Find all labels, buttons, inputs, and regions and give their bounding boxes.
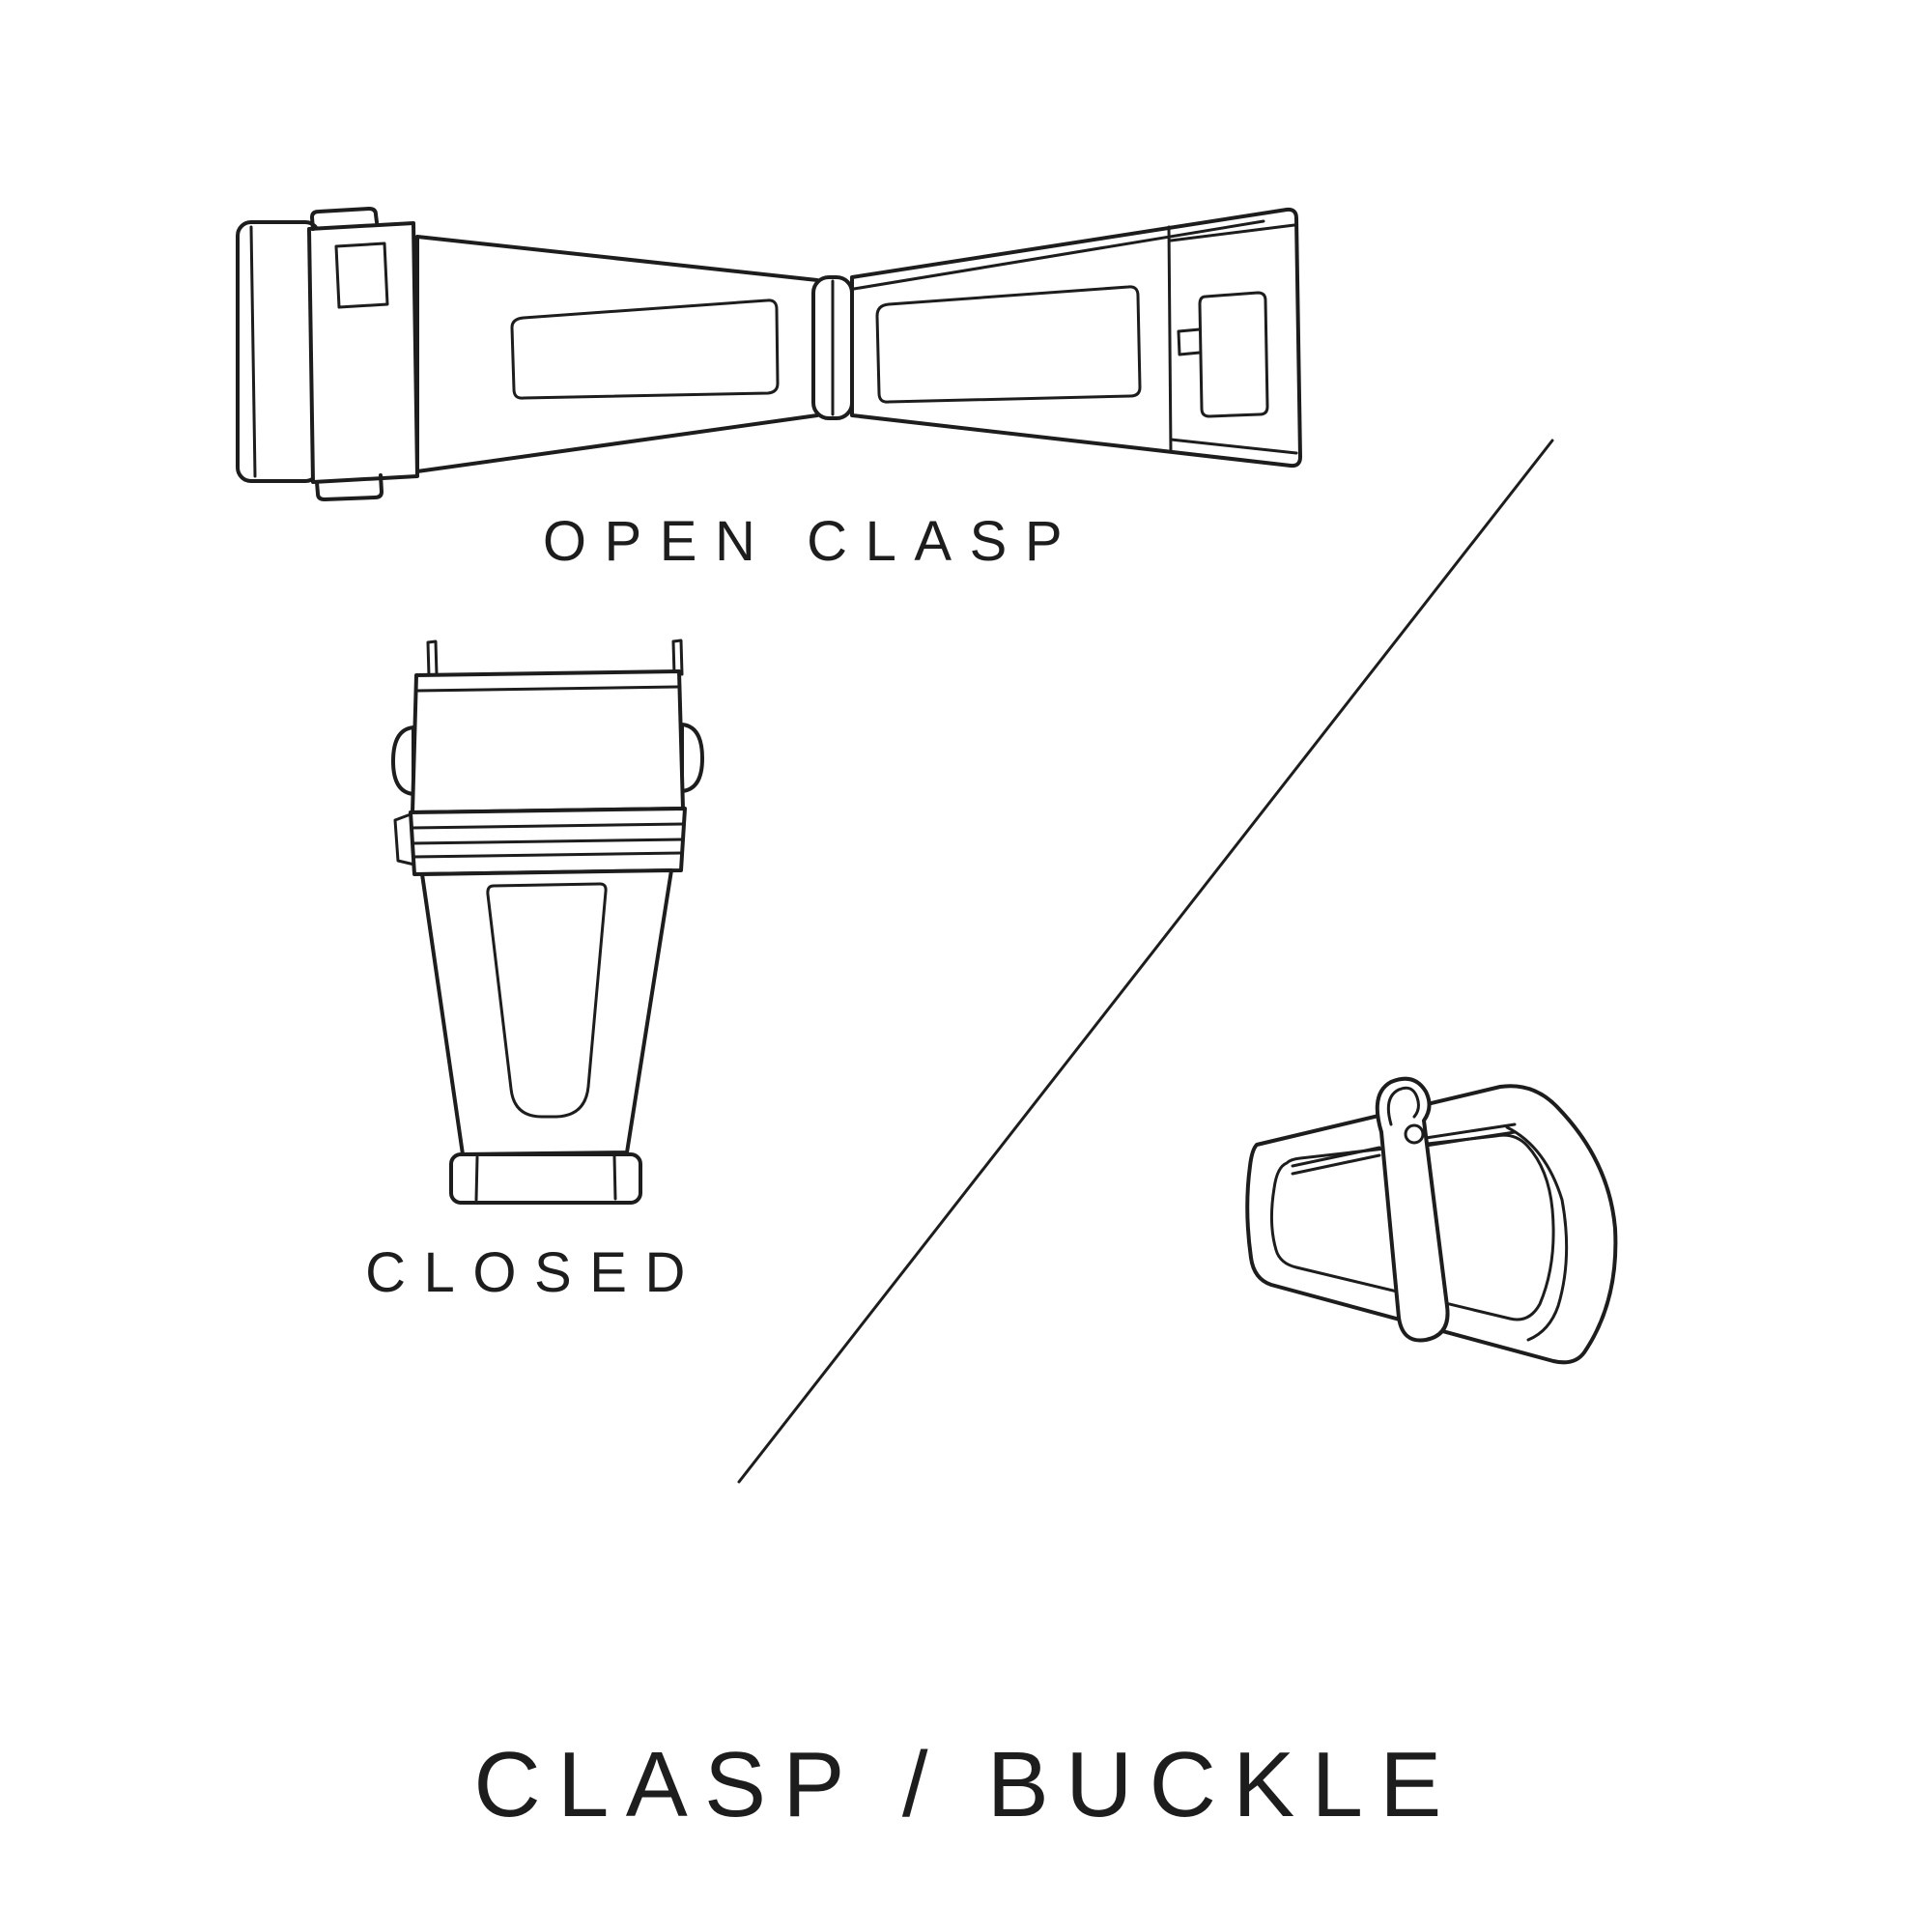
closed-clasp-body [420, 868, 673, 1156]
closed-clasp-cover [411, 669, 685, 814]
open-clasp-hinge [811, 275, 854, 420]
open-clasp-left-plate [307, 207, 419, 501]
closed-clasp-side-tabs [391, 723, 704, 796]
open-clasp-right-arm [850, 207, 1302, 469]
closed-clasp-caption: CLOSED [365, 1241, 703, 1304]
closed-clasp-illustration [391, 639, 704, 1205]
open-clasp-left-link [236, 220, 321, 483]
closed-clasp-prongs [426, 639, 684, 678]
closed-clasp-end-bar [449, 1152, 642, 1205]
buckle-tongue [1375, 1076, 1450, 1343]
page-title: CLASP / BUCKLE [473, 1733, 1459, 1836]
open-clasp-illustration [236, 207, 1302, 501]
tang-buckle-illustration [1245, 1076, 1618, 1365]
buckle-spring-bar [1291, 1122, 1517, 1176]
divider-line [737, 439, 1554, 1484]
closed-clasp-band [393, 807, 687, 876]
open-clasp-caption: OPEN CLASP [542, 510, 1081, 573]
